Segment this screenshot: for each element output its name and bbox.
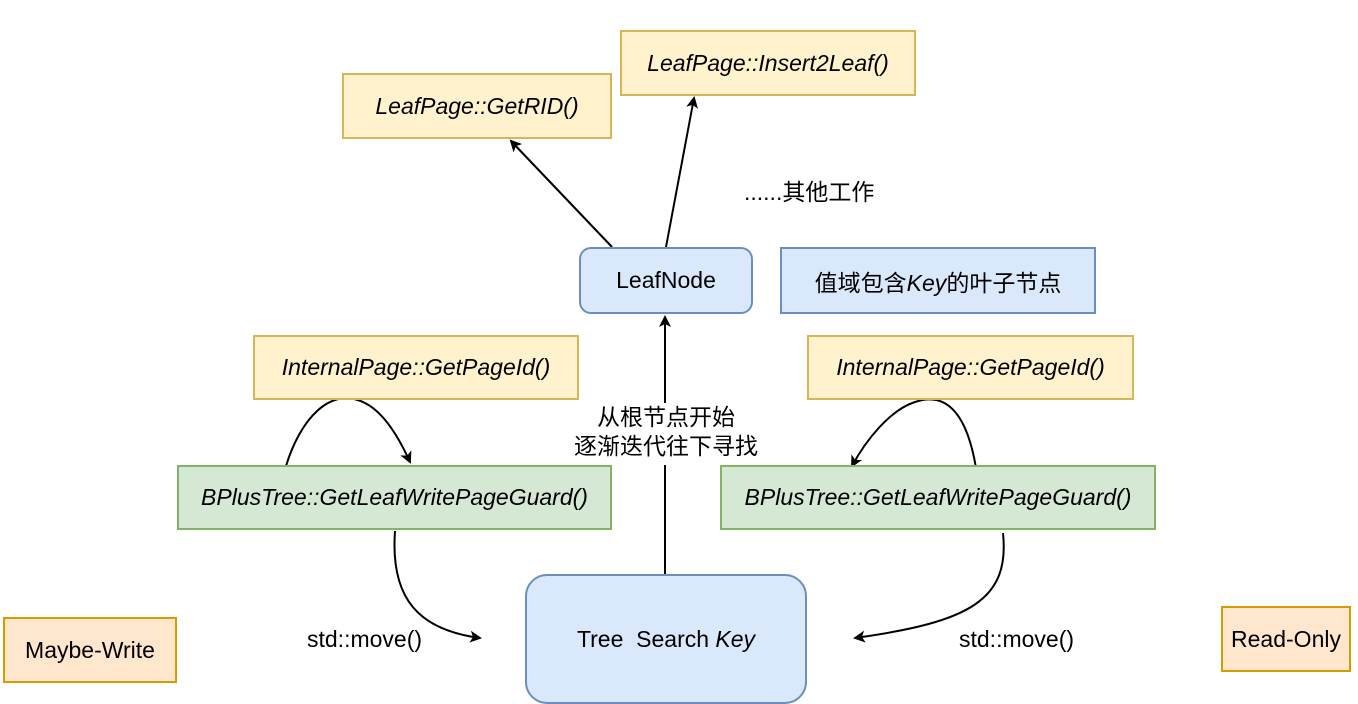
tree-search-prefix: Tree Search: [576, 625, 716, 652]
leafpage-insert2leaf-box: LeafPage::Insert2Leaf(): [620, 30, 916, 96]
tree-search-key-text: Tree Search Key: [577, 626, 755, 653]
edge-right-guard-to-treesearch: [853, 532, 1005, 643]
std-move-right-label: std::move(): [959, 626, 1075, 652]
edge-leafnode-to-insert2leaf: [665, 96, 699, 248]
leaf-description-prefix: 值域包含: [814, 269, 907, 296]
search-description-label: 从根节点开始 逐渐迭代往下寻找: [545, 403, 787, 465]
internalpage-getpageid-left-box: InternalPage::GetPageId(): [253, 335, 579, 400]
internalpage-getpageid-right-label: InternalPage::GetPageId(): [836, 354, 1105, 380]
edge-left-guard-to-treesearch: [393, 530, 482, 643]
leaf-description-suffix: 的叶子节点: [946, 269, 1062, 296]
leafnode-label: LeafNode: [616, 267, 716, 293]
tree-search-key: Key: [715, 625, 756, 652]
internalpage-getpageid-right-box: InternalPage::GetPageId(): [807, 335, 1134, 400]
search-description-line1: 从根节点开始: [597, 404, 735, 430]
edge-right-guard-internal-loop: [851, 398, 977, 469]
getleafwritepageguard-left-box: BPlusTree::GetLeafWritePageGuard(): [177, 465, 612, 530]
legend-maybe-write-label: Maybe-Write: [25, 636, 155, 663]
std-move-left-label: std::move(): [307, 626, 423, 652]
leafpage-getrid-box: LeafPage::GetRID(): [342, 73, 612, 139]
other-work-label: ......其他工作: [744, 179, 875, 205]
tree-search-key-box: Tree Search Key: [525, 574, 807, 704]
internalpage-getpageid-left-label: InternalPage::GetPageId(): [281, 354, 551, 380]
legend-read-only-label: Read-Only: [1231, 625, 1341, 652]
search-description-line2: 逐渐迭代往下寻找: [574, 433, 758, 459]
leafnode-box: LeafNode: [579, 247, 753, 314]
leafpage-insert2leaf-label: LeafPage::Insert2Leaf(): [647, 49, 889, 76]
leafpage-getrid-label: LeafPage::GetRID(): [375, 92, 579, 119]
edge-left-guard-internal-loop: [285, 397, 412, 467]
getleafwritepageguard-left-label: BPlusTree::GetLeafWritePageGuard(): [201, 484, 588, 510]
legend-read-only: Read-Only: [1221, 606, 1351, 672]
getleafwritepageguard-right-box: BPlusTree::GetLeafWritePageGuard(): [720, 465, 1156, 530]
getleafwritepageguard-right-label: BPlusTree::GetLeafWritePageGuard(): [744, 484, 1132, 510]
edge-leafnode-to-getrid: [509, 139, 613, 248]
leaf-description-key: Key: [906, 269, 947, 296]
legend-maybe-write: Maybe-Write: [3, 617, 177, 683]
leaf-description-text: 值域包含Key的叶子节点: [815, 264, 1062, 298]
leaf-description-box: 值域包含Key的叶子节点: [780, 247, 1096, 314]
